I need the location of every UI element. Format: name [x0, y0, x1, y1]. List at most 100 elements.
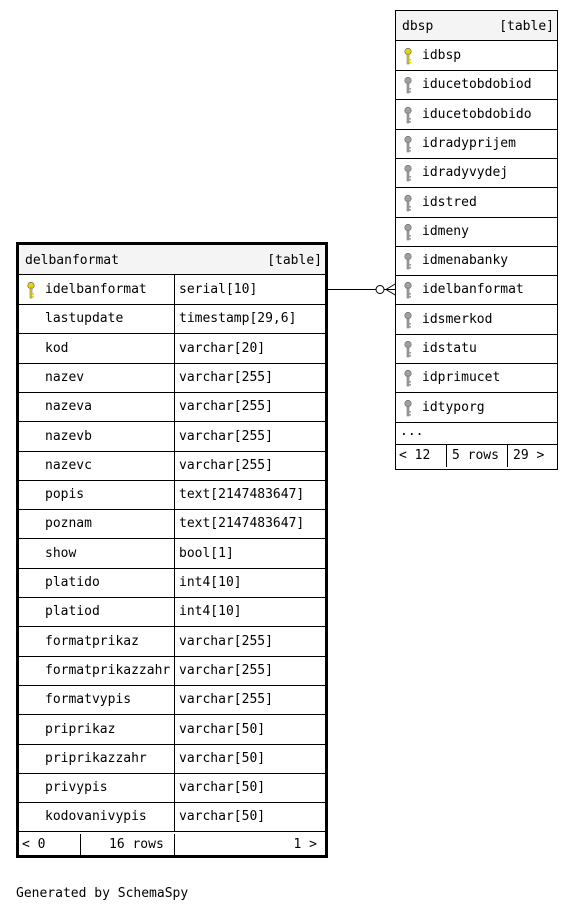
column-type: text[2147483647] — [179, 516, 305, 532]
column-name: priprikazzahr — [45, 750, 147, 766]
column-name-cell: privypis — [19, 773, 174, 802]
column-type: timestamp[29,6] — [179, 311, 297, 327]
column-type: varchar[50] — [179, 721, 266, 737]
foreign-key-icon — [403, 340, 413, 358]
column-type-cell: varchar[255] — [174, 626, 325, 656]
column-row-nazevb[interactable]: nazevb varchar[255] — [19, 421, 325, 452]
column-name-cell: platido — [19, 568, 174, 597]
column-type-cell: int4[10] — [174, 568, 325, 597]
column-type: varchar[255] — [179, 369, 273, 385]
column-row-lastupdate[interactable]: lastupdate timestamp[29,6] — [19, 304, 325, 335]
column-name-cell: idbsp — [396, 41, 557, 70]
column-row-idmeny[interactable]: idmeny — [396, 217, 557, 247]
column-name: idradyvydej — [422, 165, 509, 181]
column-name-cell: idelbanformat — [19, 275, 174, 304]
primary-key-icon — [26, 281, 36, 299]
column-type-cell: varchar[255] — [174, 362, 325, 392]
children-count[interactable]: 29 > — [513, 448, 545, 463]
column-row-idstred[interactable]: idstred — [396, 188, 557, 218]
column-row-idprimucet[interactable]: idprimucet — [396, 363, 557, 394]
column-type: varchar[255] — [179, 399, 273, 415]
foreign-key-icon — [403, 311, 413, 329]
column-name: nazevc — [45, 457, 92, 473]
foreign-key-icon — [403, 164, 413, 182]
column-row-platido[interactable]: platido int4[10] — [19, 568, 325, 598]
column-name: nazevb — [45, 428, 92, 444]
foreign-key-icon — [403, 281, 413, 299]
column-name: privypis — [45, 780, 108, 796]
column-row-formatvypis[interactable]: formatvypis varchar[255] — [19, 685, 325, 716]
column-type-cell: varchar[50] — [174, 714, 325, 744]
foreign-key-icon — [403, 252, 413, 270]
column-type-cell: timestamp[29,6] — [174, 304, 325, 334]
column-name-cell: kod — [19, 334, 174, 363]
column-type: text[2147483647] — [179, 487, 305, 503]
column-row-privypis[interactable]: privypis varchar[50] — [19, 773, 325, 804]
column-row-nazeva[interactable]: nazeva varchar[255] — [19, 392, 325, 423]
column-row-idmenabanky[interactable]: idmenabanky — [396, 246, 557, 277]
column-row-idradyvydej[interactable]: idradyvydej — [396, 158, 557, 189]
column-name-cell: idmeny — [396, 217, 557, 246]
column-name-cell: idtyporg — [396, 393, 557, 422]
table-name[interactable]: dbsp — [402, 19, 434, 34]
table-header[interactable]: dbsp [table] — [396, 11, 557, 41]
column-name-cell: lastupdate — [19, 304, 174, 333]
table-name[interactable]: delbanformat — [25, 253, 119, 268]
column-row-idtyporg[interactable]: idtyporg — [396, 393, 557, 423]
column-row-iducetobdobido[interactable]: iducetobdobido — [396, 100, 557, 130]
column-type-cell: varchar[255] — [174, 421, 325, 451]
column-type: varchar[50] — [179, 809, 266, 825]
column-row-idelbanformat[interactable]: idelbanformat — [396, 275, 557, 306]
column-name: idelbanformat — [45, 282, 147, 297]
column-type: varchar[20] — [179, 340, 266, 356]
column-type: varchar[50] — [179, 750, 266, 766]
column-name: formatvypis — [45, 692, 132, 708]
column-type: varchar[255] — [179, 457, 273, 473]
table-footer: < 12 5 rows 29 > — [396, 445, 557, 467]
column-type-cell: varchar[50] — [174, 802, 325, 832]
column-row-idsmerkod[interactable]: idsmerkod — [396, 305, 557, 335]
column-type-cell: varchar[255] — [174, 392, 325, 422]
column-row-iducetobdobiod[interactable]: iducetobdobiod — [396, 70, 557, 101]
column-name-cell: priprikazzahr — [19, 744, 174, 773]
foreign-key-icon — [403, 194, 413, 212]
column-row-nazevc[interactable]: nazevc varchar[255] — [19, 450, 325, 481]
column-name: nazeva — [45, 399, 92, 415]
column-name-cell: nazeva — [19, 392, 174, 421]
column-row-idbsp[interactable]: idbsp — [396, 41, 557, 71]
column-type-cell: varchar[255] — [174, 655, 325, 685]
children-count[interactable]: 1 > — [293, 837, 317, 852]
column-type: varchar[255] — [179, 692, 273, 708]
column-name-cell: platiod — [19, 597, 174, 626]
parents-count[interactable]: < 12 — [396, 445, 447, 467]
foreign-key-icon — [403, 369, 413, 387]
parents-count[interactable]: < 0 — [19, 834, 81, 856]
column-name-cell: idelbanformat — [396, 275, 557, 304]
column-name: idradyprijem — [422, 135, 516, 151]
column-name-cell: idstatu — [396, 334, 557, 363]
table-header[interactable]: delbanformat [table] — [19, 245, 325, 275]
column-type: varchar[50] — [179, 780, 266, 796]
column-name: platido — [45, 575, 100, 590]
column-row-kod[interactable]: kod varchar[20] — [19, 333, 325, 364]
column-name-cell: kodovanivypis — [19, 802, 174, 831]
column-row-priprikazzahr[interactable]: priprikazzahr varchar[50] — [19, 743, 325, 774]
column-type-cell: bool[1] — [174, 538, 325, 568]
column-row-idradyprijem[interactable]: idradyprijem — [396, 129, 557, 159]
column-name: idprimucet — [422, 370, 501, 386]
column-row-idstatu[interactable]: idstatu — [396, 334, 557, 364]
more-columns-ellipsis: ... — [400, 424, 424, 439]
column-row-kodovanivypis[interactable]: kodovanivypis varchar[50] — [19, 802, 325, 833]
